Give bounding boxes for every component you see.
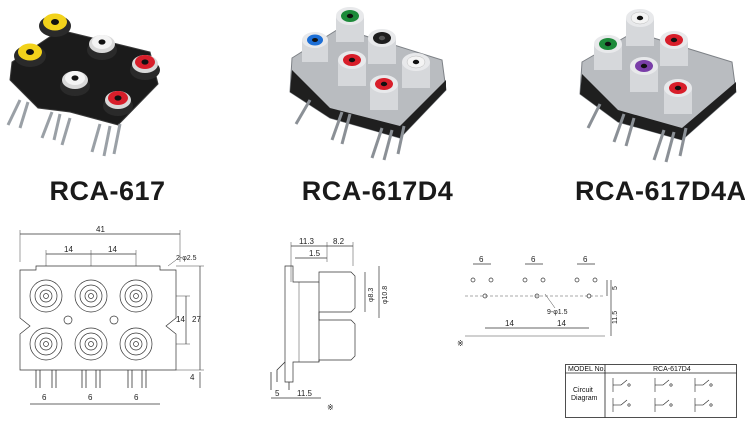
svg-text:6: 6 <box>134 393 139 402</box>
svg-text:6: 6 <box>479 255 484 264</box>
dim-depth: 11.3 8.2 1.5 <box>290 237 354 282</box>
jack-red-bottom <box>370 75 398 110</box>
front-pins <box>35 370 147 388</box>
svg-text:6: 6 <box>88 393 93 402</box>
jack-blue <box>302 32 328 62</box>
jack-red-top <box>660 31 688 66</box>
side-view-drawing: 11.3 8.2 1.5 φ8.3 φ10.8 5 11.5 ※ <box>270 237 389 412</box>
table-header-model-value: RCA-617D4 <box>653 366 691 373</box>
pcb-layout-drawing: 6 6 6 5 11.5 9-φ1.5 14 14 ※ <box>457 255 619 348</box>
jack-red-bottom <box>664 79 692 114</box>
connector-pins <box>6 99 122 157</box>
svg-text:11.5: 11.5 <box>297 389 313 398</box>
dim-vertical: 14 27 4 <box>176 265 204 388</box>
jack-white <box>626 9 654 46</box>
svg-text:6: 6 <box>583 255 588 264</box>
table-row-label-1: Circuit <box>573 387 593 394</box>
product-photo-rca-617d4a <box>579 9 737 163</box>
dim-pin-spacing: 6 6 6 <box>30 393 160 405</box>
pcb-holes <box>470 277 598 299</box>
dim-overall-width: 41 <box>19 225 181 262</box>
svg-text:6: 6 <box>42 393 47 402</box>
svg-text:14: 14 <box>505 319 514 328</box>
dim-41: 41 <box>96 225 105 234</box>
model-label-rca-617d4a: RCA-617D4A <box>575 176 745 206</box>
dim-hole-note: 2-φ2.5 <box>176 255 197 262</box>
jack-white-bottom <box>60 71 90 96</box>
svg-text:1.5: 1.5 <box>309 249 321 258</box>
svg-text:14: 14 <box>557 319 566 328</box>
side-pins <box>270 361 290 390</box>
jack-black <box>368 29 396 64</box>
dim-pcb-pitch: 14 14 <box>485 319 589 329</box>
svg-text:27: 27 <box>192 315 201 324</box>
circuit-diagram-table: MODEL No. RCA-617D4 Circuit Diagram <box>565 364 737 418</box>
svg-text:8.2: 8.2 <box>333 237 345 246</box>
front-jacks <box>29 279 153 361</box>
svg-text:5: 5 <box>612 286 619 290</box>
svg-text:6: 6 <box>531 255 536 264</box>
pcb-reference-mark: ※ <box>457 339 464 348</box>
table-header-model: MODEL No. <box>568 366 606 373</box>
pcb-hole-note: 9-φ1.5 <box>547 309 568 316</box>
jack-green <box>594 35 622 70</box>
model-label-rca-617d4: RCA-617D4 <box>301 176 454 206</box>
svg-text:11.3: 11.3 <box>299 237 315 246</box>
svg-text:14: 14 <box>176 315 185 324</box>
connector-pins <box>294 99 406 161</box>
model-label-rca-617: RCA-617 <box>49 176 166 206</box>
front-view-drawing: 41 14 14 2-φ2.5 14 27 4 6 6 <box>19 225 204 405</box>
dim-pitch: 14 14 <box>45 245 137 266</box>
dim-base: 5 11.5 ※ <box>271 389 334 412</box>
jack-purple <box>630 57 658 92</box>
svg-text:4: 4 <box>190 373 195 382</box>
reference-mark: ※ <box>327 403 334 412</box>
jack-green <box>336 7 364 42</box>
svg-text:5: 5 <box>275 389 280 398</box>
svg-text:14: 14 <box>108 245 117 254</box>
jack-red-top <box>130 55 160 80</box>
dim-pcb-vertical: 5 11.5 <box>606 280 619 336</box>
jack-yellow-left <box>14 43 46 67</box>
jack-red-center <box>338 51 366 86</box>
svg-text:14: 14 <box>64 245 73 254</box>
jack-white <box>402 53 430 88</box>
jack-white-top <box>87 35 117 60</box>
jack-yellow-top <box>39 13 71 37</box>
product-photo-rca-617 <box>6 13 160 157</box>
dim-top-spacing: 6 6 6 <box>473 255 595 265</box>
svg-text:φ10.8: φ10.8 <box>382 286 389 304</box>
table-row-label-2: Diagram <box>571 395 598 402</box>
svg-text:φ8.3: φ8.3 <box>368 288 375 302</box>
jack-red-bottom <box>103 91 133 116</box>
circuit-symbols <box>612 378 713 412</box>
svg-text:11.5: 11.5 <box>612 311 619 324</box>
dim-diameter: φ8.3 φ10.8 <box>364 266 389 318</box>
product-photo-rca-617d4 <box>289 7 447 161</box>
connector-pins <box>586 103 688 163</box>
